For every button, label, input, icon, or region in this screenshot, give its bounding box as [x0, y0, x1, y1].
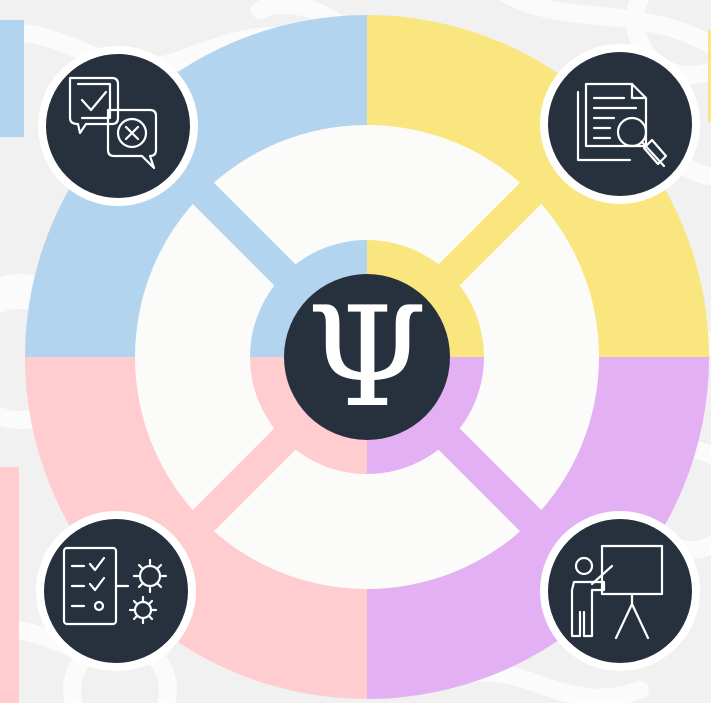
ring-segment-top-right: [367, 15, 709, 357]
side-bar-blue: [0, 20, 24, 137]
check-cross-chat-icon: [68, 76, 158, 170]
side-bar-pink: [0, 467, 19, 703]
document-search-icon: [576, 82, 668, 168]
icon-badge-bottom-left: [36, 511, 196, 671]
ring-segment-bottom-left: [25, 357, 367, 699]
outer-ring: [25, 15, 709, 699]
side-bar-yellow: [708, 30, 711, 122]
icon-badge-top-right: [540, 44, 700, 204]
center-circle: [284, 274, 450, 440]
ring-segment-bottom-right: [367, 357, 709, 699]
icon-badge-bottom-right: [540, 511, 700, 671]
presentation-teacher-icon: [570, 544, 664, 640]
psi-icon: Ψ: [306, 277, 427, 438]
checklist-gears-icon: [62, 546, 168, 626]
ring-segment-top-left: [25, 15, 367, 357]
icon-badge-top-left: [38, 46, 198, 206]
